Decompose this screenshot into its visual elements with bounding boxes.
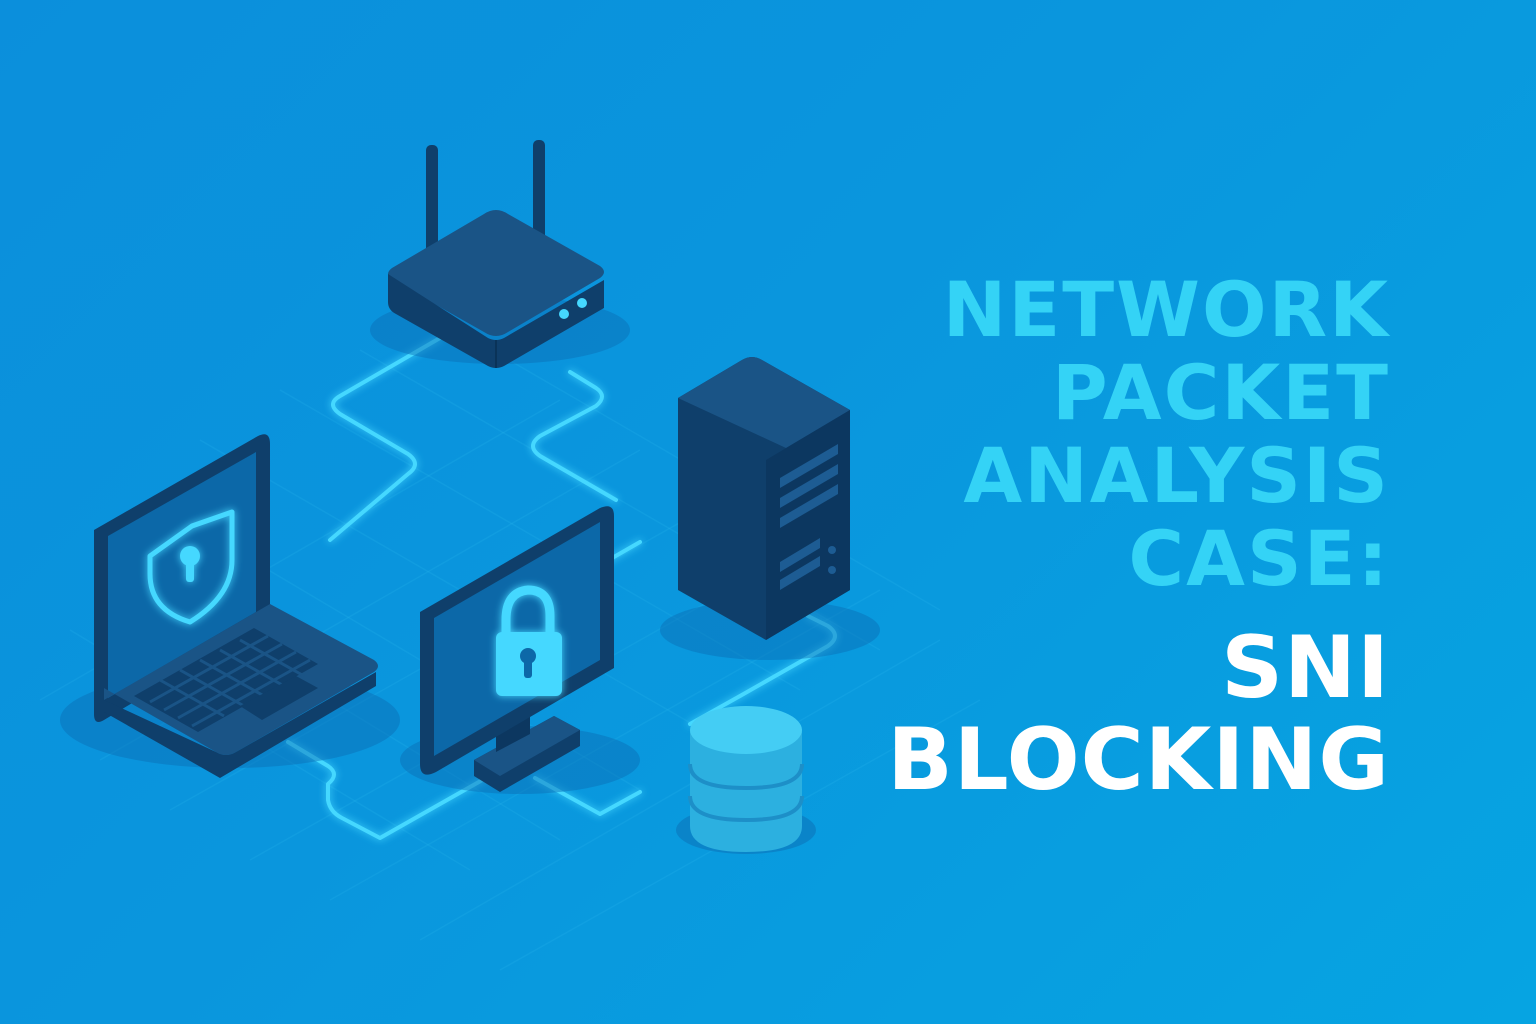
padlock-icon	[496, 585, 562, 696]
title-line-packet: PACKET	[1052, 348, 1390, 437]
laptop-icon	[60, 434, 400, 778]
server-tower-icon	[660, 357, 880, 660]
title-line-analysis: ANALYSIS	[963, 431, 1390, 520]
title-line-blocking: BLOCKING	[887, 710, 1390, 810]
database-icon	[676, 706, 816, 854]
shield-keyhole-icon	[147, 509, 235, 625]
headline: NETWORK PACKET ANALYSIS CASE: SNI BLOCKI…	[887, 268, 1390, 806]
router-icon	[370, 140, 630, 368]
title-line-case: CASE:	[1128, 514, 1390, 603]
title-line-sni: SNI	[1221, 618, 1390, 718]
title-line-network: NETWORK	[942, 265, 1390, 354]
